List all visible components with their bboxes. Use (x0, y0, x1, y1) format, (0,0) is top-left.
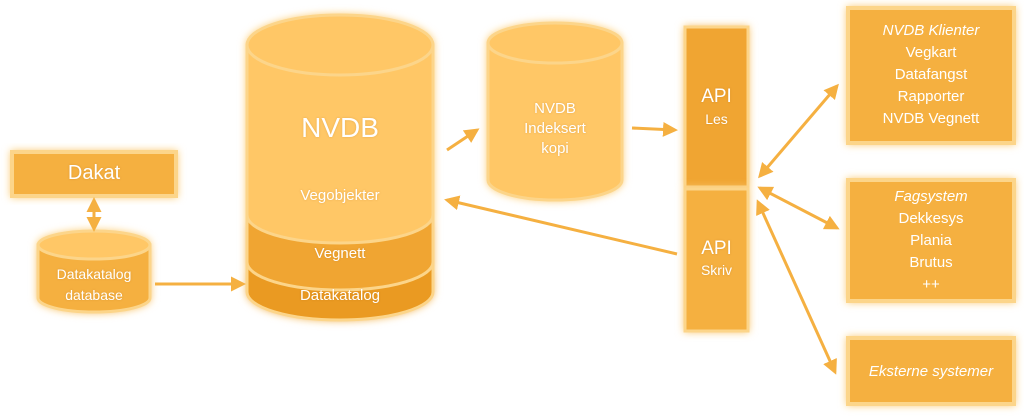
client-item: NVDB Vegnett (882, 110, 980, 127)
nvdb-klienter-box (846, 6, 1016, 145)
eksterne-systemer-box (846, 336, 1016, 406)
fagsystem-heading: Fagsystem (894, 188, 968, 205)
index-copy-line2: Indeksert (524, 120, 586, 137)
api-les-title: API (701, 86, 732, 107)
fagsystem-box (846, 178, 1016, 303)
index-copy-line3: kopi (541, 140, 569, 157)
arrow-nvdb-indexcopy (446, 128, 480, 152)
client-item: Datafangst (894, 66, 968, 83)
arrow-api-eksterne (756, 199, 837, 375)
nvdb-layer-vegnett: Vegnett (314, 245, 366, 262)
nvdb-cylinder (245, 13, 435, 322)
index-copy-cylinder (486, 21, 624, 202)
arrow-api-skriv-nvdb (444, 195, 678, 256)
arrow-indexcopy-api (631, 121, 678, 137)
fagsystem-item: Plania (910, 232, 952, 249)
dakat-label: Dakat (67, 162, 121, 184)
api-les-box (683, 25, 750, 189)
nvdb-layer-datakatalog: Datakatalog (299, 287, 381, 304)
client-item: Vegkart (905, 44, 957, 61)
api-les-sub: Les (705, 111, 728, 127)
fagsystem-item: ++ (922, 276, 940, 293)
datakatalog-db-line2: database (65, 287, 123, 303)
nvdb-title: NVDB (301, 112, 379, 143)
api-skriv-box (683, 187, 750, 333)
api-skriv-sub: Skriv (700, 262, 733, 278)
fagsystem-item: Brutus (909, 254, 953, 271)
arrow-api-fagsystem (757, 186, 840, 230)
nvdb-layer-vegobjekter: Vegobjekter (300, 187, 380, 204)
client-item: Rapporter (897, 88, 965, 105)
nvdb-klienter-heading: NVDB Klienter (882, 22, 980, 39)
eksterne-systemer-heading: Eksterne systemer (868, 363, 994, 380)
nvdb-klienter-list: NVDB Klienter Vegkart Datafangst Rapport… (848, 20, 1014, 130)
index-copy-line1: NVDB (534, 100, 576, 117)
datakatalog-database-cylinder (36, 229, 152, 314)
datakatalog-db-line1: Datakatalog (56, 266, 132, 282)
api-skriv-title: API (701, 238, 732, 259)
dakat-box (10, 150, 178, 198)
fagsystem-item: Dekkesys (898, 210, 964, 227)
fagsystem-list: Fagsystem Dekkesys Plania Brutus ++ (848, 186, 1014, 296)
arrow-api-klienter (758, 83, 839, 179)
